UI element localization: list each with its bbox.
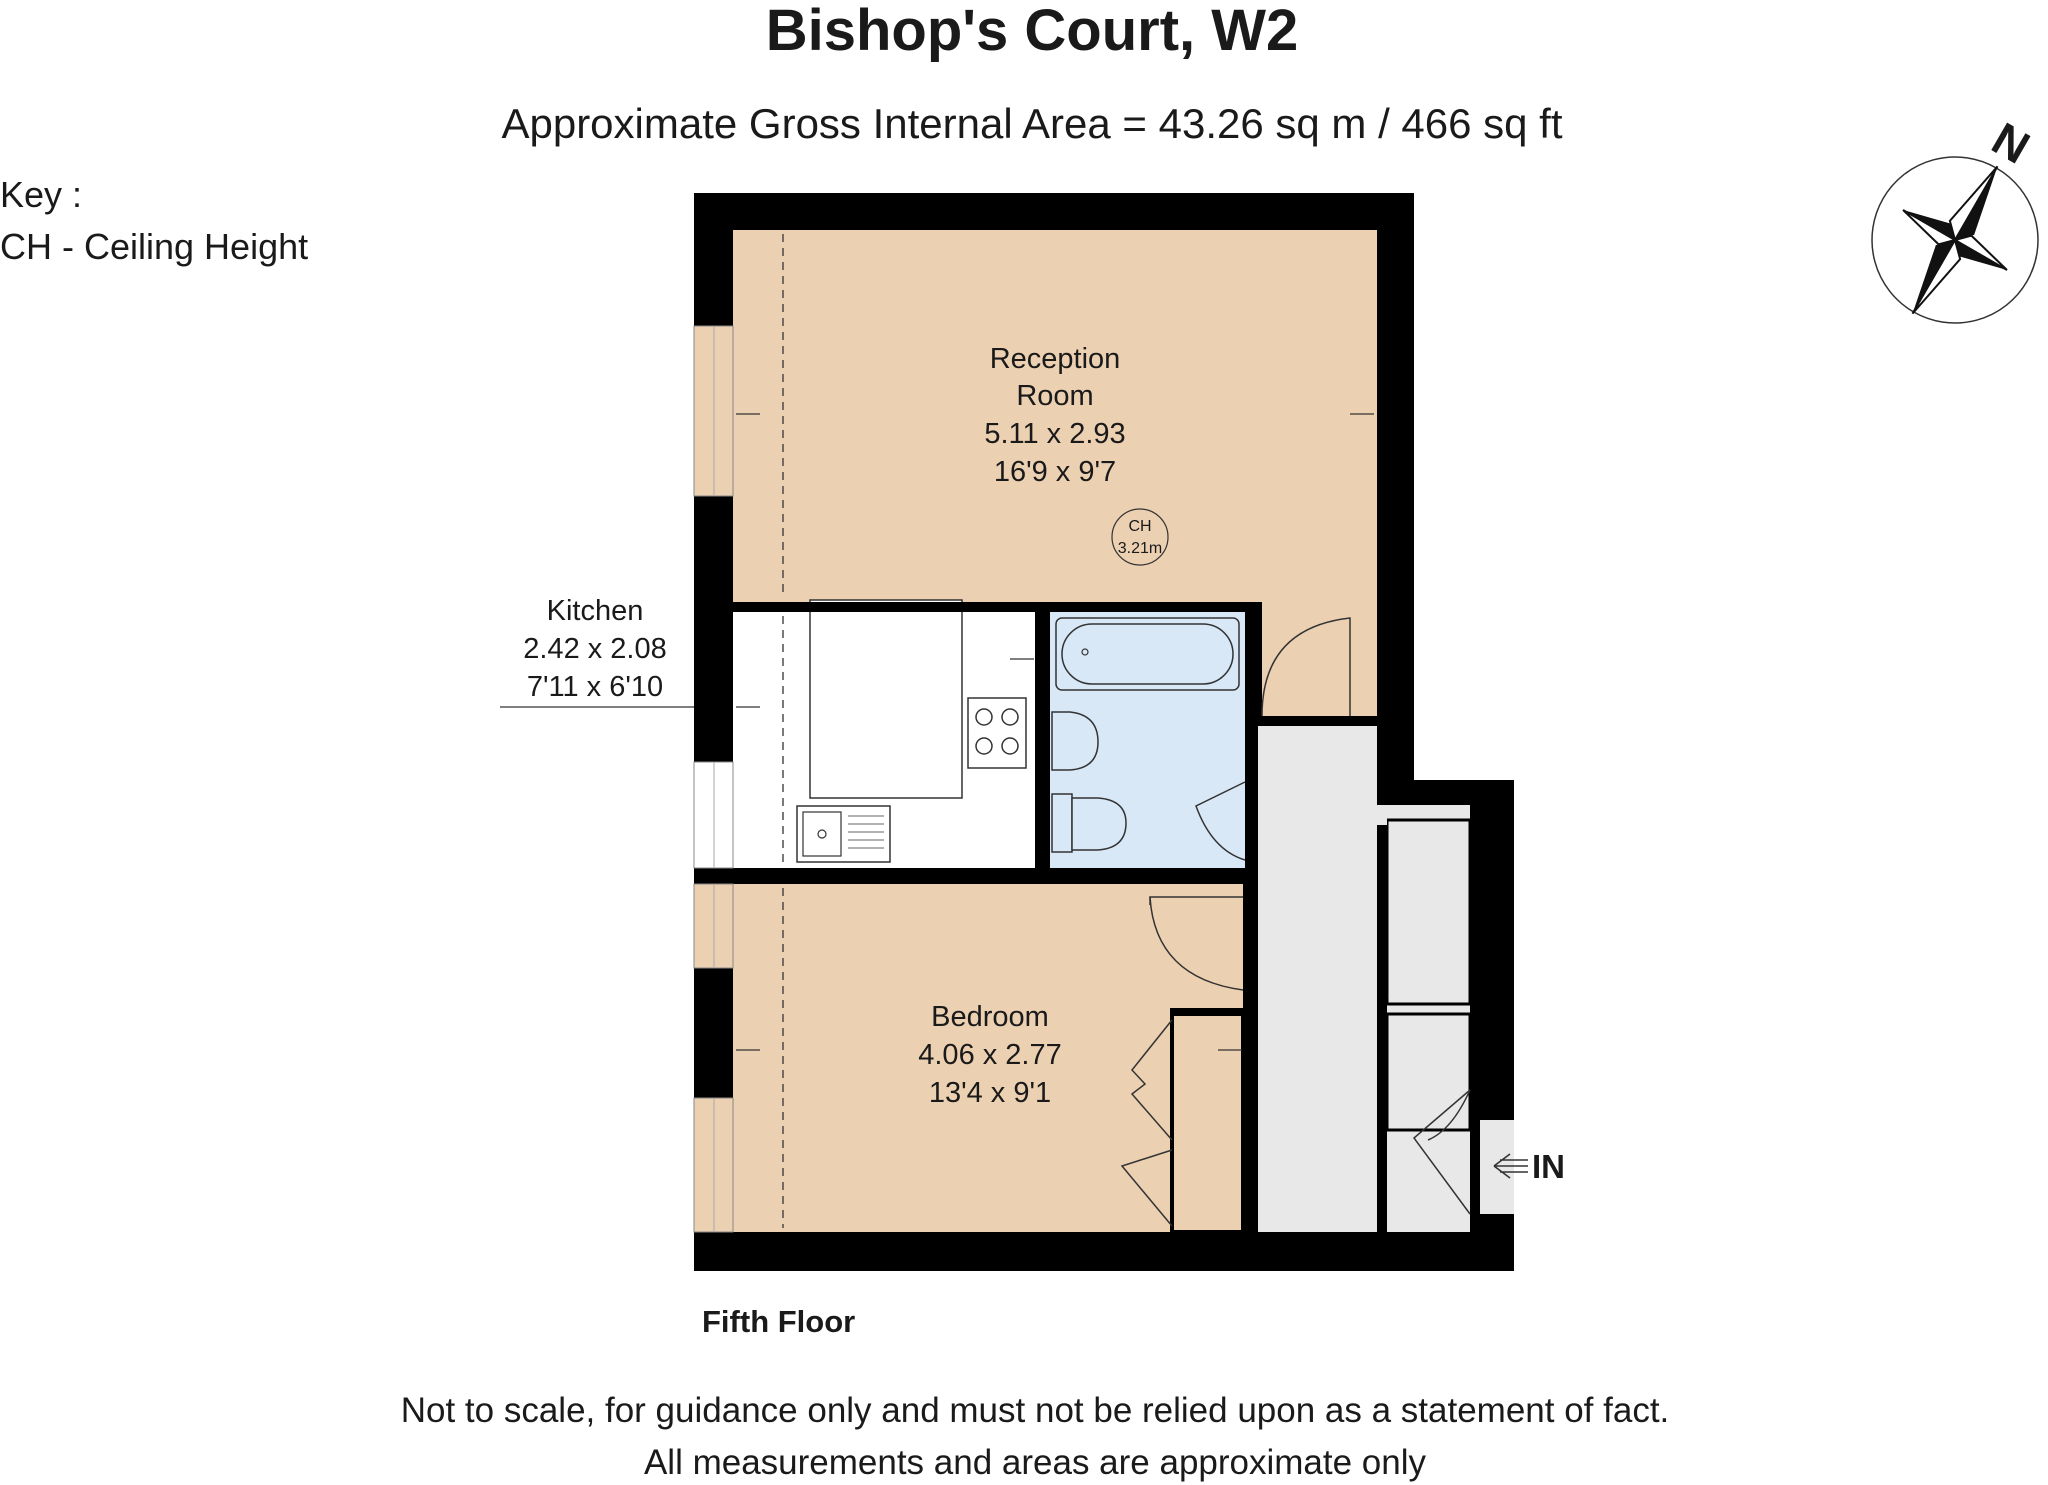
key-heading: Key : [0, 174, 82, 215]
washbasin-icon [1051, 711, 1099, 771]
reception-label-line1: Reception [990, 343, 1121, 375]
disclaimer-line1: Not to scale, for guidance only and must… [401, 1391, 1670, 1430]
internal-walls [694, 602, 1387, 1270]
disclaimer-line2: All measurements and areas are approxima… [644, 1443, 1427, 1482]
compass-north-letter: N [1984, 112, 2039, 174]
dimension-guides [500, 234, 1374, 1228]
kitchen-dimensions-metric: 2.42 x 2.08 [523, 633, 667, 665]
kitchen-sink-icon [796, 805, 891, 863]
floor-label: Fifth Floor [702, 1304, 855, 1339]
bedroom-area [733, 884, 1243, 1232]
reception-label-line2: Room [1016, 380, 1093, 412]
hallway-corridor [1258, 726, 1377, 1232]
reception-dimensions-metric: 5.11 x 2.93 [984, 418, 1125, 450]
kitchen-label: Kitchen [547, 595, 644, 627]
entrance-threshold [1480, 1120, 1514, 1214]
area-subtitle: Approximate Gross Internal Area = 43.26 … [501, 100, 1562, 147]
wardrobe-doors [1120, 1019, 1173, 1227]
ceiling-height-badge: CH 3.21m [1111, 508, 1169, 566]
reception-door[interactable] [1261, 617, 1351, 717]
toilet-icon [1051, 793, 1127, 853]
kitchen-island [809, 599, 963, 799]
bedroom-wardrobe [1170, 1008, 1245, 1234]
bedroom-dimensions-imperial: 13'4 x 9'1 [929, 1077, 1051, 1109]
left-windows [693, 325, 734, 1233]
kitchen-dimensions-imperial: 7'11 x 6'10 [527, 671, 663, 703]
reception-room-area [733, 230, 1377, 602]
hob-icon [967, 697, 1027, 769]
bathroom-door[interactable] [1195, 781, 1246, 861]
key-entry: CH - Ceiling Height [0, 226, 308, 267]
bedroom-label: Bedroom [931, 1001, 1049, 1033]
reception-dimensions-imperial: 16'9 x 9'7 [994, 456, 1116, 488]
exterior-space [1414, 193, 1554, 780]
bathtub-icon [1055, 617, 1240, 691]
reception-room-annex [1262, 602, 1377, 716]
hallway-gap [1377, 805, 1387, 825]
north-compass-icon: N [1871, 112, 2039, 324]
hall-cupboard [1385, 818, 1472, 1006]
ceiling-height-value: 3.21m [1118, 540, 1162, 557]
bedroom-door[interactable] [1149, 896, 1244, 991]
bedroom-dimensions-metric: 4.06 x 2.77 [918, 1039, 1062, 1071]
page-title: Bishop's Court, W2 [766, 0, 1299, 63]
ceiling-height-label: CH [1128, 518, 1151, 535]
hall-cupboard-2 [1385, 1012, 1472, 1132]
entrance-arrow-icon [1493, 1153, 1528, 1179]
entrance-label: IN [1532, 1148, 1565, 1185]
